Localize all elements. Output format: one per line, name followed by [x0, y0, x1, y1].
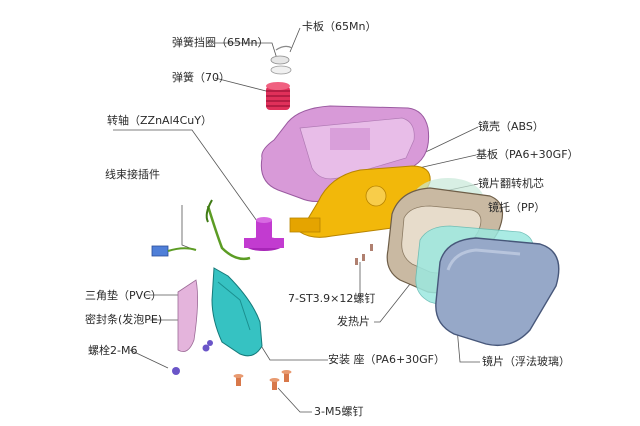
leader-screw-m5 — [277, 387, 312, 413]
label-shaft: 转轴（ZZnAl4CuY） — [107, 114, 212, 127]
screw-st-parts — [355, 244, 373, 265]
label-seal-strip: 密封条(发泡PE) — [85, 313, 163, 326]
label-base-plate: 基板（PA6+30GF） — [476, 148, 579, 161]
label-mirror-holder: 镜托（PP） — [488, 201, 546, 214]
wire-harness-part — [151, 199, 251, 261]
screw-m5-parts — [233, 370, 292, 390]
label-bolt: 螺栓2-M6 — [88, 344, 138, 357]
label-triangle-pad: 三角垫（PVC） — [85, 289, 162, 302]
label-spring: 弹簧（70） — [172, 71, 230, 84]
leader-harness — [181, 205, 196, 251]
mirror-shell-part — [260, 105, 430, 202]
label-mirror-glass: 镜片（浮法玻璃） — [482, 355, 570, 368]
leader-spring — [214, 77, 271, 93]
label-mirror-shell: 镜壳（ABS） — [478, 120, 544, 133]
label-clip-plate: 卡板（65Mn） — [302, 20, 377, 33]
leader-shaft — [113, 129, 263, 229]
label-mirror-flip-core: 镜片翻转机芯 — [478, 177, 544, 190]
label-mount-base: 安装 座（PA6+30GF） — [328, 353, 446, 366]
clip-plate-part — [270, 45, 293, 65]
label-spring-washer: 弹簧挡圈（65Mn） — [172, 36, 269, 49]
spring-washer-part — [270, 65, 292, 75]
spring-part — [266, 82, 290, 110]
mirror-glass-part — [435, 237, 560, 347]
leader-spring-washer — [215, 42, 279, 63]
bolt-parts — [172, 340, 213, 375]
label-heater-pad: 发热片 — [337, 315, 370, 328]
label-harness-plug: 线束接插件 — [105, 168, 160, 181]
leader-bolt — [129, 349, 169, 369]
label-screw-m5: 3-M5螺钉 — [314, 405, 364, 418]
mount-base-part — [211, 267, 263, 357]
label-screw-st: 7-ST3.9×12螺钉 — [288, 292, 376, 305]
triangle-pad-part — [177, 279, 198, 353]
shaft-part — [244, 217, 284, 251]
